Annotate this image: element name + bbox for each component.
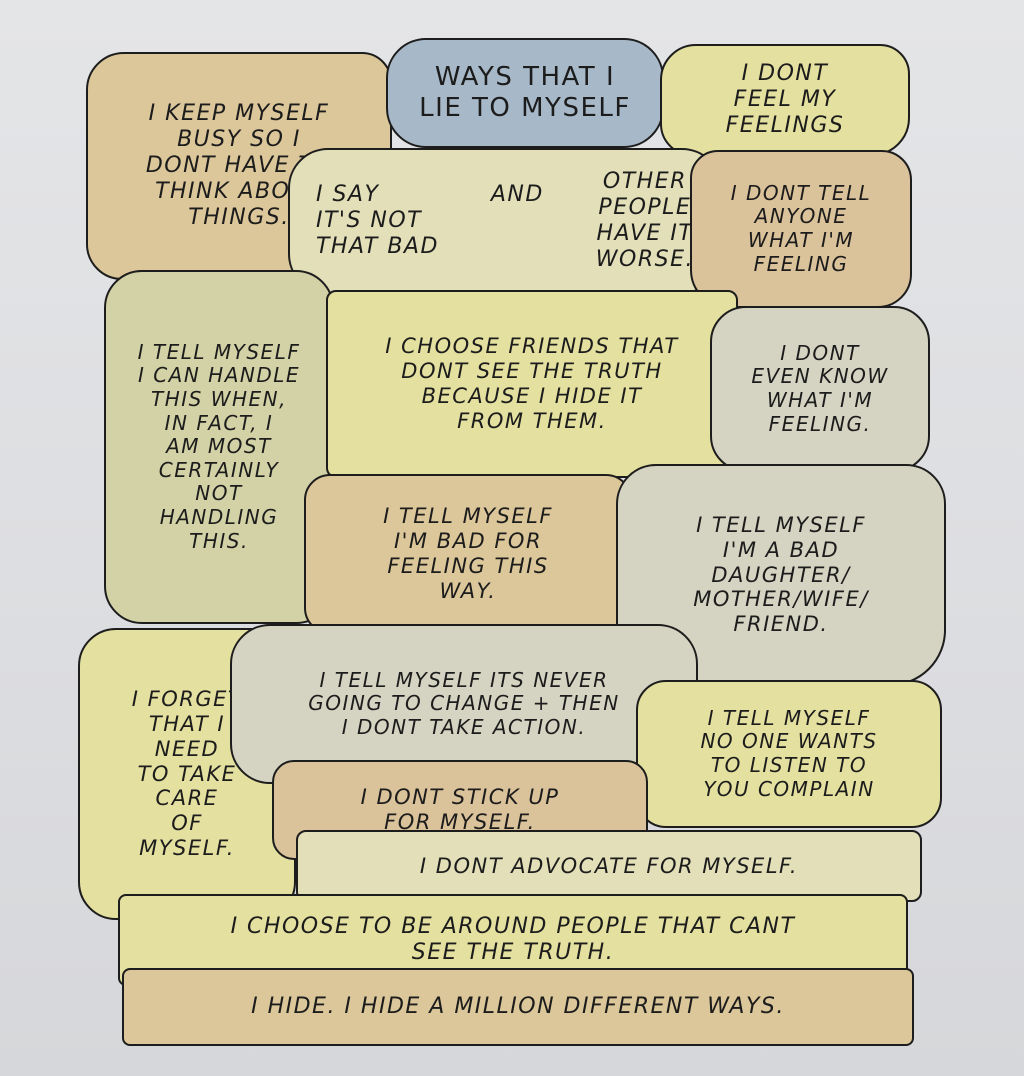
block-dont-know: I DONT EVEN KNOW WHAT I'M FEELING. xyxy=(710,306,930,472)
text-never-change: I TELL MYSELF ITS NEVER GOING TO CHANGE … xyxy=(308,667,620,739)
page-title: WAYS THAT I LIE TO MYSELF xyxy=(419,62,631,123)
text-stick-up: I DONT STICK UP FOR MYSELF. xyxy=(360,785,560,834)
text-can-handle: I TELL MYSELF I CAN HANDLE THIS WHEN, IN… xyxy=(137,339,301,553)
block-bad-for-feeling: I TELL MYSELF I'M BAD FOR FEELING THIS W… xyxy=(304,474,632,634)
text-no-one-listens: I TELL MYSELF NO ONE WANTS TO LISTEN TO … xyxy=(700,705,878,801)
block-no-one-listens: I TELL MYSELF NO ONE WANTS TO LISTEN TO … xyxy=(636,680,942,828)
text-other-people: OTHER PEOPLE HAVE IT WORSE. xyxy=(595,169,694,272)
block-advocate: I DONT ADVOCATE FOR MYSELF. xyxy=(296,830,922,902)
text-keep-busy: I KEEP MYSELF BUSY SO I DONT HAVE TO THI… xyxy=(145,101,331,230)
text-not-that-bad: I SAY IT'S NOT THAT BAD xyxy=(315,182,439,259)
text-choose-friends: I CHOOSE FRIENDS THAT DONT SEE THE TRUTH… xyxy=(385,334,679,433)
text-bad-daughter: I TELL MYSELF I'M A BAD DAUGHTER/ MOTHER… xyxy=(693,513,869,637)
block-dont-tell-anyone: I DONT TELL ANYONE WHAT I'M FEELING xyxy=(690,150,912,308)
text-around-people: I CHOOSE TO BE AROUND PEOPLE THAT CANT S… xyxy=(230,914,796,965)
text-advocate: I DONT ADVOCATE FOR MYSELF. xyxy=(419,853,799,878)
block-can-handle: I TELL MYSELF I CAN HANDLE THIS WHEN, IN… xyxy=(104,270,334,624)
text-hide: I HIDE. I HIDE A MILLION DIFFERENT WAYS. xyxy=(251,994,785,1020)
block-not-that-bad: I SAY IT'S NOT THAT BAD AND OTHER PEOPLE… xyxy=(288,148,722,294)
text-dont-know: I DONT EVEN KNOW WHAT I'M FEELING. xyxy=(751,340,889,436)
text-and: AND xyxy=(490,182,544,207)
block-dont-feel: I DONT FEEL MY FEELINGS xyxy=(660,44,910,156)
text-dont-feel: I DONT FEEL MY FEELINGS xyxy=(725,61,845,138)
text-bad-for-feeling: I TELL MYSELF I'M BAD FOR FEELING THIS W… xyxy=(383,504,553,603)
text-dont-tell-anyone: I DONT TELL ANYONE WHAT I'M FEELING xyxy=(730,180,872,276)
block-hide: I HIDE. I HIDE A MILLION DIFFERENT WAYS. xyxy=(122,968,914,1046)
block-choose-friends: I CHOOSE FRIENDS THAT DONT SEE THE TRUTH… xyxy=(326,290,738,478)
title-block: WAYS THAT I LIE TO MYSELF xyxy=(386,38,664,148)
text-forget-care: I FORGET THAT I NEED TO TAKE CARE OF MYS… xyxy=(131,687,243,860)
